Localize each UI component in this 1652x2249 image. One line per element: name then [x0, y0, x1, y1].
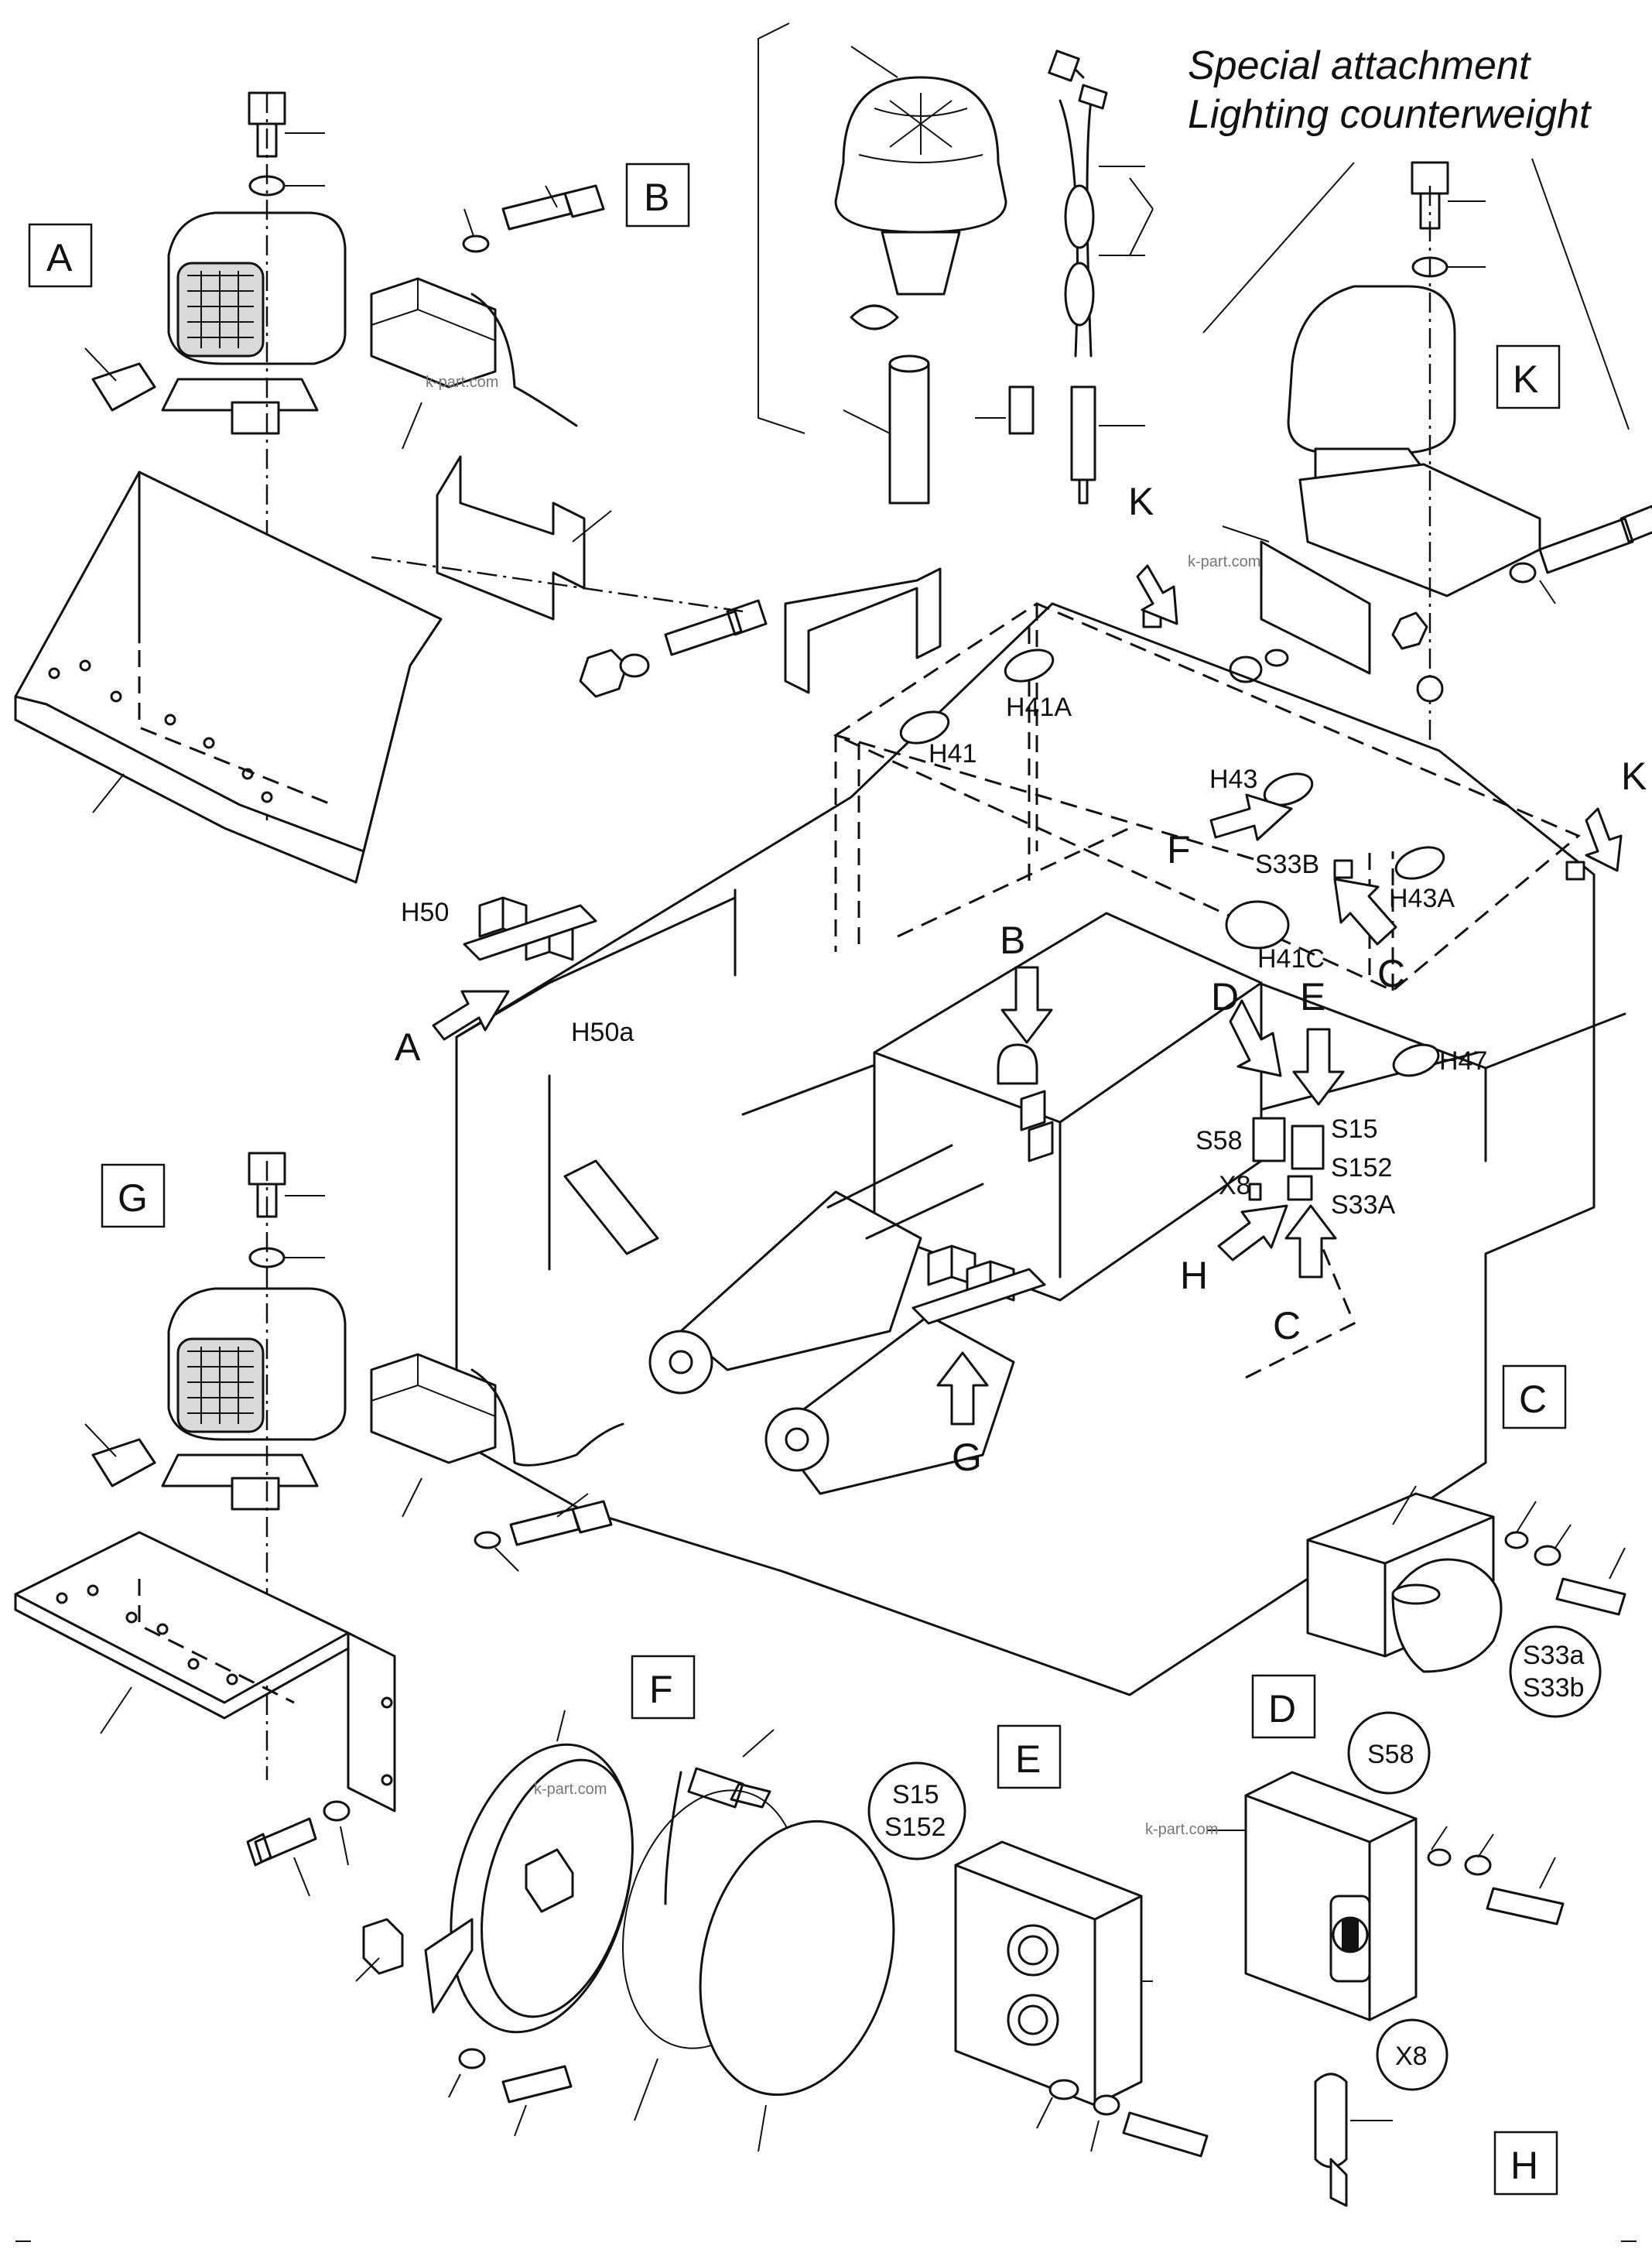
detail-c-emergency-switch: C S33a S33b [1306, 1364, 1626, 1718]
detail-a-lamp-assembly: A [14, 91, 768, 884]
label-s15: S15 [1331, 1114, 1378, 1144]
arrow-label-e: E [1300, 975, 1325, 1018]
label-h41: H41 [929, 739, 976, 768]
label-h41a: H41A [1006, 693, 1072, 722]
circle-label-s58: S58 [1367, 1740, 1414, 1769]
detail-b-beacon-assembly: B [625, 22, 1154, 694]
watermark-d: k-part.com [1145, 1821, 1218, 1838]
watermark-k: k-part.com [1188, 553, 1260, 570]
detail-k-lamp-assembly: K k-part.com [1188, 158, 1652, 743]
title-line-2: Lighting counterweight [1188, 92, 1592, 137]
arrow-label-b: B [1000, 919, 1025, 962]
label-h43a: H43A [1389, 884, 1455, 913]
label-s33a: S33A [1331, 1190, 1395, 1220]
circle-label-s33b: S33b [1523, 1673, 1584, 1703]
detail-label-b: B [644, 176, 669, 219]
watermark-a: k-part.com [426, 374, 498, 391]
label-x8: X8 [1219, 1171, 1251, 1200]
label-s33b: S33B [1255, 850, 1319, 879]
arrow-label-k2: K [1621, 755, 1647, 798]
arrow-label-a: A [395, 1025, 421, 1069]
detail-label-c: C [1519, 1378, 1547, 1421]
detail-d-key-switch: D S58 k-part.com [1145, 1674, 1565, 2021]
label-s58: S58 [1195, 1126, 1243, 1155]
label-h50a: H50a [571, 1018, 634, 1047]
label-h41c: H41C [1257, 944, 1325, 974]
label-h50: H50 [401, 898, 449, 927]
arrow-label-c2: C [1273, 1304, 1301, 1347]
title-line-1: Special attachment [1188, 43, 1532, 88]
detail-label-e: E [1015, 1737, 1041, 1781]
counterweight-body [455, 602, 1626, 1696]
detail-label-f: F [649, 1668, 673, 1711]
detail-f-horn-assembly: F k-part.com [355, 1655, 895, 2152]
circle-label-x8: X8 [1395, 2042, 1428, 2071]
pointer-arrows [432, 564, 1623, 1426]
arrow-label-d: D [1211, 975, 1239, 1018]
label-h43: H43 [1209, 765, 1257, 794]
detail-label-d: D [1268, 1687, 1296, 1730]
detail-label-k: K [1513, 358, 1538, 401]
arrow-label-h: H [1180, 1254, 1208, 1297]
circle-label-s152: S152 [884, 1813, 946, 1842]
detail-label-h: H [1510, 2144, 1538, 2187]
detail-label-a: A [46, 236, 73, 279]
arrow-label-g: G [952, 1436, 982, 1479]
circle-label-s15: S15 [892, 1780, 939, 1809]
arrow-label-c1: C [1377, 952, 1405, 995]
label-h47: H47 [1439, 1046, 1487, 1076]
watermark-f: k-part.com [534, 1781, 607, 1798]
circle-label-s33a: S33a [1523, 1641, 1584, 1670]
arrow-label-f: F [1167, 828, 1191, 871]
detail-h-connector: H X8 [1314, 2018, 1558, 2207]
component-labels: H50 H50a H41 H41A H43 S33B H43A H41C H47… [401, 693, 1487, 1220]
arrow-label-k1: K [1128, 480, 1154, 523]
detail-g-lamp-assembly: G [14, 1152, 624, 1897]
detail-label-g: G [118, 1176, 148, 1220]
label-s152: S152 [1331, 1153, 1392, 1183]
detail-e-switch-box: E S15 S152 [867, 1724, 1209, 2158]
